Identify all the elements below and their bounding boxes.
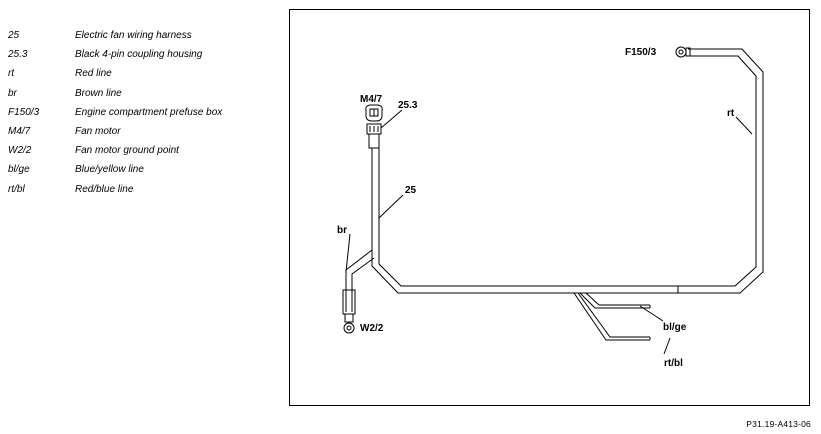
label-w2-2: W2/2 xyxy=(360,323,384,334)
leader-lines xyxy=(345,109,753,355)
legend-code: W2/2 xyxy=(8,145,32,157)
legend-description: Red line xyxy=(75,68,112,80)
legend-description: Brown line xyxy=(75,87,122,99)
label-br: br xyxy=(337,225,347,236)
label-f150-3: F150/3 xyxy=(625,47,657,58)
legend-code: bl/ge xyxy=(8,164,30,176)
label-rt: rt xyxy=(727,108,735,119)
legend-row: rt Red line xyxy=(8,64,278,83)
prefuse-terminal xyxy=(675,46,691,58)
legend-row: bl/ge Blue/yellow line xyxy=(8,160,278,179)
legend-row: F150/3 Engine compartment prefuse box xyxy=(8,103,278,122)
legend-code: 25 xyxy=(8,30,20,42)
legend-code: M4/7 xyxy=(8,126,31,138)
legend-description: Engine compartment prefuse box xyxy=(75,106,223,118)
legend-description: Fan motor ground point xyxy=(75,145,179,157)
figure-reference: P31.19-A413-06 xyxy=(746,419,811,429)
legend-code: rt/bl xyxy=(8,183,25,195)
legend-row: M4/7 Fan motor xyxy=(8,122,278,141)
legend-description: Black 4-pin coupling housing xyxy=(75,49,203,61)
legend-description: Red/blue line xyxy=(75,183,134,195)
legend-code: rt xyxy=(8,68,15,80)
legend-description: Fan motor xyxy=(75,126,121,138)
harness-cable xyxy=(371,48,764,294)
legend: 25 Electric fan wiring harness 25.3 Blac… xyxy=(8,26,278,199)
legend-code: 25.3 xyxy=(8,49,28,61)
legend-row: rt/bl Red/blue line xyxy=(8,180,278,199)
branch-wires xyxy=(573,292,651,341)
label-m4-7: M4/7 xyxy=(360,94,383,105)
wiring-diagram-frame: F150/3 M4/7 25.3 25 rt br W2/2 bl/ge rt/… xyxy=(289,9,810,406)
legend-description: Electric fan wiring harness xyxy=(75,30,192,42)
ground-branch xyxy=(342,249,375,334)
label-bl-ge: bl/ge xyxy=(663,322,687,333)
legend-code: F150/3 xyxy=(8,106,40,118)
legend-description: Blue/yellow line xyxy=(75,164,144,176)
legend-row: W2/2 Fan motor ground point xyxy=(8,141,278,160)
label-25: 25 xyxy=(405,185,417,196)
legend-row: 25 Electric fan wiring harness xyxy=(8,26,278,45)
fan-motor-connector xyxy=(365,104,383,149)
legend-code: br xyxy=(8,87,17,99)
wiring-diagram: F150/3 M4/7 25.3 25 rt br W2/2 bl/ge rt/… xyxy=(337,46,764,369)
label-25-3: 25.3 xyxy=(398,100,418,111)
legend-row: br Brown line xyxy=(8,84,278,103)
label-rt-bl: rt/bl xyxy=(664,358,683,369)
legend-row: 25.3 Black 4-pin coupling housing xyxy=(8,45,278,64)
